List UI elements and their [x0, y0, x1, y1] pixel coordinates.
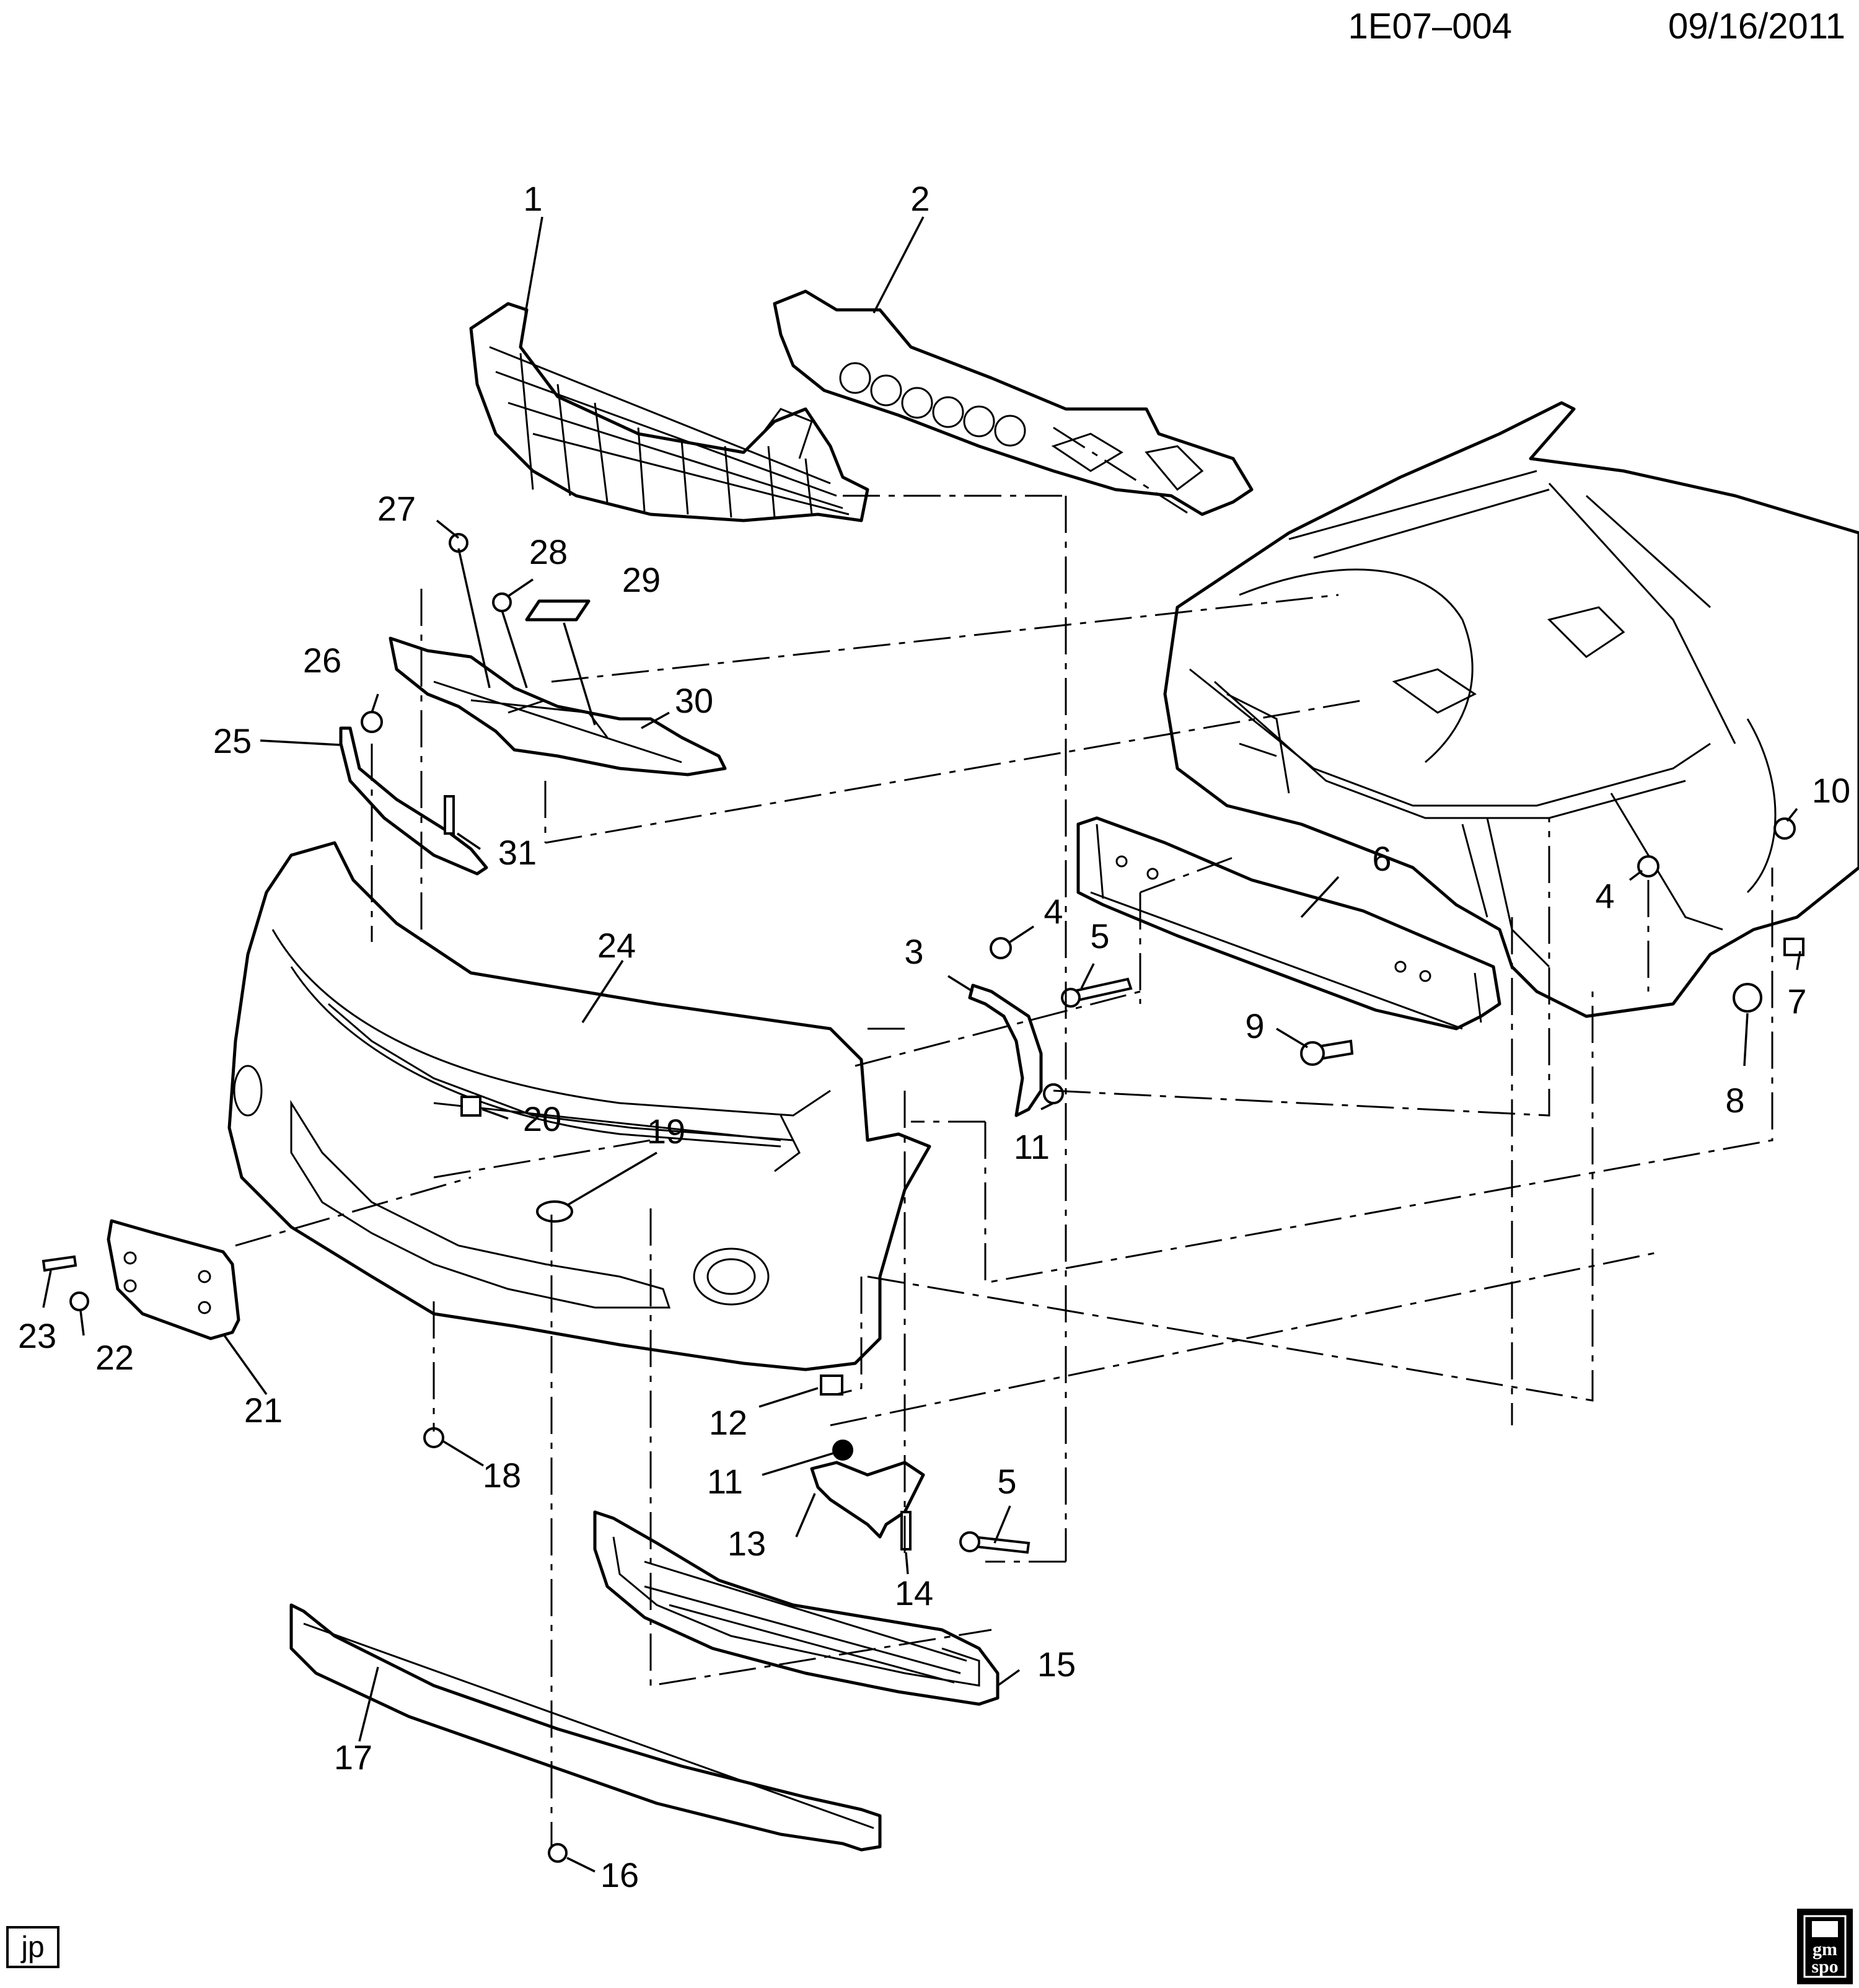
callout-20: 20 [523, 1099, 561, 1138]
callout-29: 29 [622, 560, 661, 599]
callout-8: 8 [1725, 1081, 1744, 1120]
callout-27: 27 [377, 489, 416, 528]
callout-15: 15 [1037, 1645, 1076, 1684]
gm-spo-logo: gm spo [1797, 1909, 1853, 1984]
callout-11-lower: 11 [707, 1462, 743, 1501]
callout-28: 28 [529, 532, 568, 571]
svg-text:gm: gm [1813, 1939, 1837, 1959]
front-bumper-fascia [227, 841, 931, 1371]
callout-19: 19 [647, 1112, 685, 1151]
callout-7: 7 [1787, 982, 1806, 1021]
label-plate [525, 599, 591, 622]
callout-6: 6 [1372, 839, 1391, 878]
air-deflector [389, 636, 727, 776]
callout-3: 3 [904, 932, 923, 971]
svg-text:jp: jp [20, 1931, 44, 1964]
deflector-strip [339, 726, 488, 876]
energy-absorber [773, 289, 1254, 516]
callout-23: 23 [18, 1316, 56, 1355]
callout-5-lower: 5 [997, 1462, 1016, 1501]
callout-labels: 1 2 27 28 29 26 30 25 31 10 6 4 4 5 3 24… [18, 179, 1850, 1894]
callout-10: 10 [1812, 771, 1850, 810]
callout-12: 12 [709, 1403, 747, 1442]
callout-9: 9 [1245, 1006, 1264, 1045]
callout-30: 30 [675, 681, 713, 720]
lower-grille [593, 1510, 1000, 1706]
callout-26: 26 [303, 641, 341, 680]
callout-21: 21 [244, 1391, 283, 1430]
callout-25: 25 [213, 721, 252, 760]
callout-11-upper: 11 [1014, 1127, 1050, 1166]
fascia-support-bracket [968, 983, 1043, 1117]
callout-14: 14 [895, 1573, 933, 1612]
callout-4-left: 4 [1044, 892, 1063, 931]
fasteners [42, 533, 1804, 1863]
callout-4-right: 4 [1595, 876, 1614, 915]
callout-5-upper: 5 [1090, 917, 1109, 956]
callout-16: 16 [600, 1855, 639, 1894]
callout-1: 1 [523, 179, 542, 218]
callout-13: 13 [727, 1524, 766, 1563]
callout-31: 31 [498, 833, 537, 872]
callout-24: 24 [597, 926, 636, 965]
diagram-date: 09/16/2011 [1668, 6, 1845, 46]
callout-17: 17 [334, 1738, 372, 1777]
alignment-lines [235, 426, 1773, 1847]
lower-air-deflector [289, 1603, 882, 1852]
vehicle-front-structure [1163, 401, 1859, 1018]
callout-18: 18 [483, 1456, 521, 1495]
license-plate-bracket [107, 1219, 240, 1340]
callout-22: 22 [95, 1338, 134, 1377]
diagram-code: 1E07–004 [1348, 6, 1512, 46]
svg-text:spo: spo [1811, 1956, 1838, 1977]
leader-lines [42, 216, 1801, 1873]
upper-grille-frame [469, 302, 869, 522]
lower-bracket [810, 1461, 925, 1539]
callout-2: 2 [910, 179, 930, 218]
initials-badge: jp [6, 1926, 59, 1968]
